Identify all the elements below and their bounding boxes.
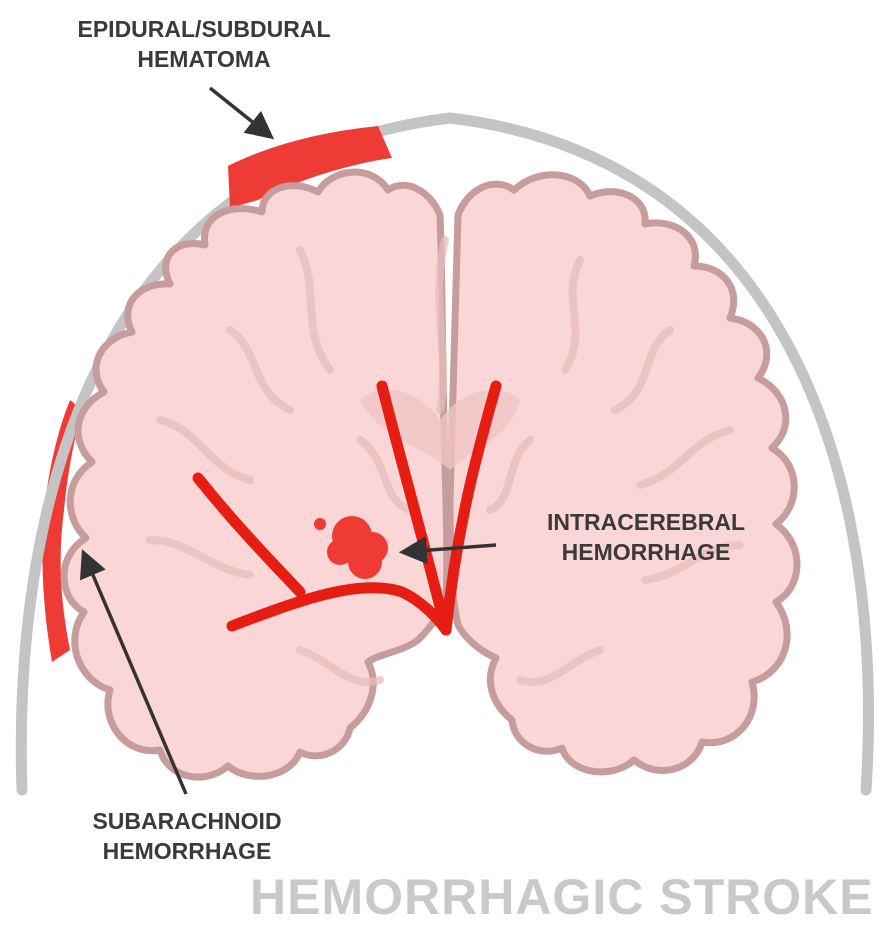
subarachnoid-hemorrhage-label: SUBARACHNOID HEMORRHAGE: [52, 806, 322, 866]
arrow-epidural: [210, 88, 270, 136]
subarachnoid-label-line2: HEMORRHAGE: [52, 836, 322, 866]
epidural-label-line2: HEMATOMA: [36, 44, 372, 74]
subarachnoid-label-line1: SUBARACHNOID: [52, 806, 322, 836]
epidural-subdural-hematoma-label: EPIDURAL/SUBDURAL HEMATOMA: [36, 14, 372, 74]
epidural-label-line1: EPIDURAL/SUBDURAL: [36, 14, 372, 44]
intracerebral-label-line1: INTRACEREBRAL: [508, 507, 784, 537]
intracerebral-label-line2: HEMORRHAGE: [508, 537, 784, 567]
brain: [64, 172, 797, 777]
diagram-title: HEMORRHAGIC STROKE: [250, 868, 890, 926]
brain-right-hemisphere: [450, 175, 797, 772]
intracerebral-hemorrhage-label: INTRACEREBRAL HEMORRHAGE: [508, 507, 784, 567]
brain-left-hemisphere: [64, 172, 447, 777]
